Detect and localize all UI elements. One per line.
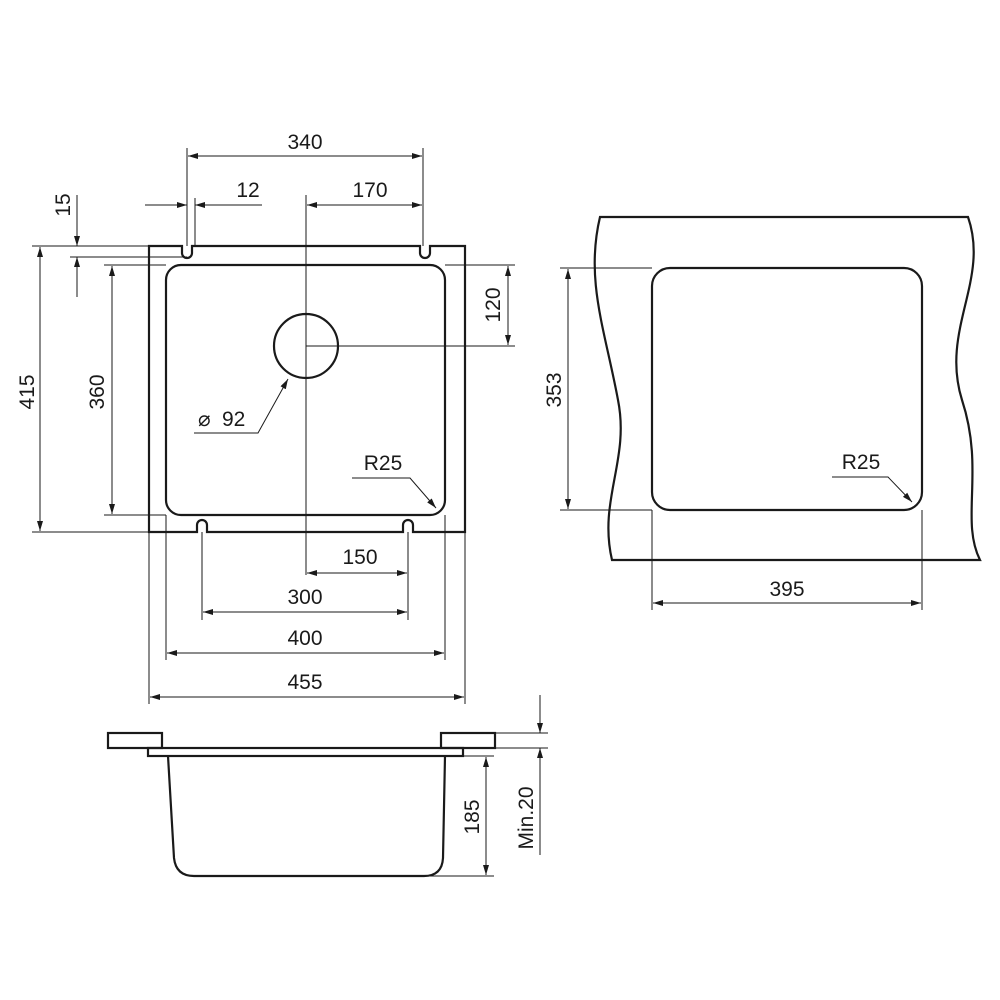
countertop-outline [593, 215, 982, 562]
section-extension-lines [430, 732, 548, 877]
dim-400-label: 400 [287, 627, 322, 650]
cutout-extension-lines [560, 267, 923, 610]
dim-300-label: 300 [287, 586, 322, 609]
dim-185-label: 185 [461, 799, 484, 834]
drain-leader [194, 378, 289, 434]
dim-12-label: 12 [236, 179, 259, 202]
dim-395-label: 395 [769, 578, 804, 601]
dim-415-label: 415 [16, 374, 39, 409]
dim-120-label: 120 [482, 287, 505, 322]
extension-lines [32, 148, 515, 704]
sink-flange [146, 746, 465, 758]
radius-label: R25 [364, 452, 403, 475]
dim-92-label: 92 [222, 408, 245, 431]
countertop-left [106, 731, 164, 750]
diameter-symbol: ⌀ [198, 408, 211, 431]
countertop-right [439, 731, 497, 750]
dim-360-label: 360 [86, 374, 109, 409]
radius-leader [352, 477, 437, 509]
dim-340-label: 340 [287, 131, 322, 154]
section-view: 185 Min.20 [106, 695, 548, 878]
cutout-view: 353 R25 395 [543, 215, 982, 610]
sink-outline [147, 244, 467, 534]
cutout-outline [650, 266, 924, 512]
dim-455-label: 455 [287, 671, 322, 694]
sink-bowl-profile [166, 755, 447, 878]
dim-min20-label: Min.20 [515, 786, 538, 849]
cutout-radius-label: R25 [842, 451, 881, 474]
top-view: 340 12 170 15 415 360 120 ⌀ 92 R25 150 3… [16, 131, 515, 704]
dim-170-label: 170 [352, 179, 387, 202]
cutout-radius-leader [832, 476, 913, 503]
dim-15-label: 15 [52, 193, 75, 216]
dim-150-label: 150 [342, 546, 377, 569]
dim-353-label: 353 [543, 372, 566, 407]
